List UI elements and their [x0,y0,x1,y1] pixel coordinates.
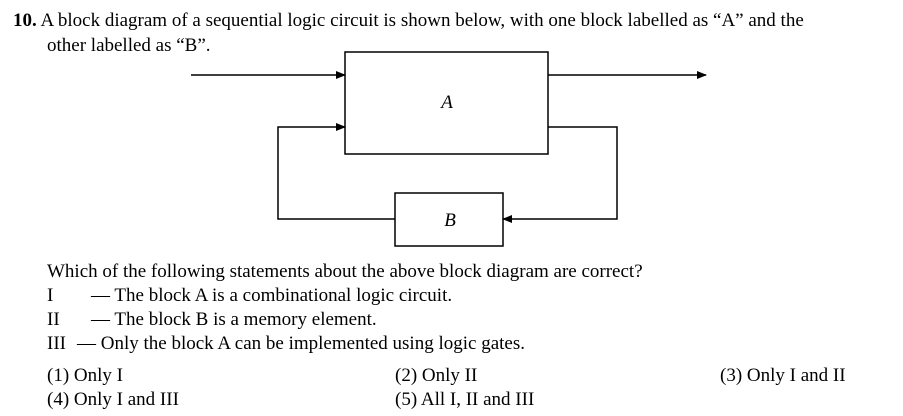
block-b-label: B [444,210,456,231]
question-text-1: A block diagram of a sequential logic ci… [40,10,804,31]
question-line-2: other labelled as “B”. [47,35,211,57]
statement-roman: III [47,333,66,354]
statement-text: — The block A is a combinational logic c… [91,285,453,306]
option-4[interactable]: (4) Only I and III [47,389,179,410]
statement-iii: III — Only the block A can be implemented… [47,333,525,355]
question-line-1: 10. A block diagram of a sequential logi… [13,10,804,32]
question-text-2: other labelled as “B”. [47,35,211,56]
statement-roman: II [47,309,60,330]
statement-text: — The block B is a memory element. [91,309,377,330]
block-a-label: A [439,92,453,113]
prompt-text: Which of the following statements about … [47,261,643,282]
option-1[interactable]: (1) Only I [47,365,123,386]
statement-ii: II — The block B is a memory element. [47,309,377,331]
statement-roman: I [47,285,54,306]
question-number: 10. [13,10,37,31]
option-3[interactable]: (3) Only I and II [720,365,846,386]
statement-text: — Only the block A can be implemented us… [77,333,525,354]
block-a [344,51,549,155]
feedback-a-to-b [502,126,618,223]
statement-i: I — The block A is a combinational logic … [47,285,452,307]
feedback-b-to-a [277,123,395,220]
option-2[interactable]: (2) Only II [395,365,478,386]
option-5[interactable]: (5) All I, II and III [395,389,535,410]
